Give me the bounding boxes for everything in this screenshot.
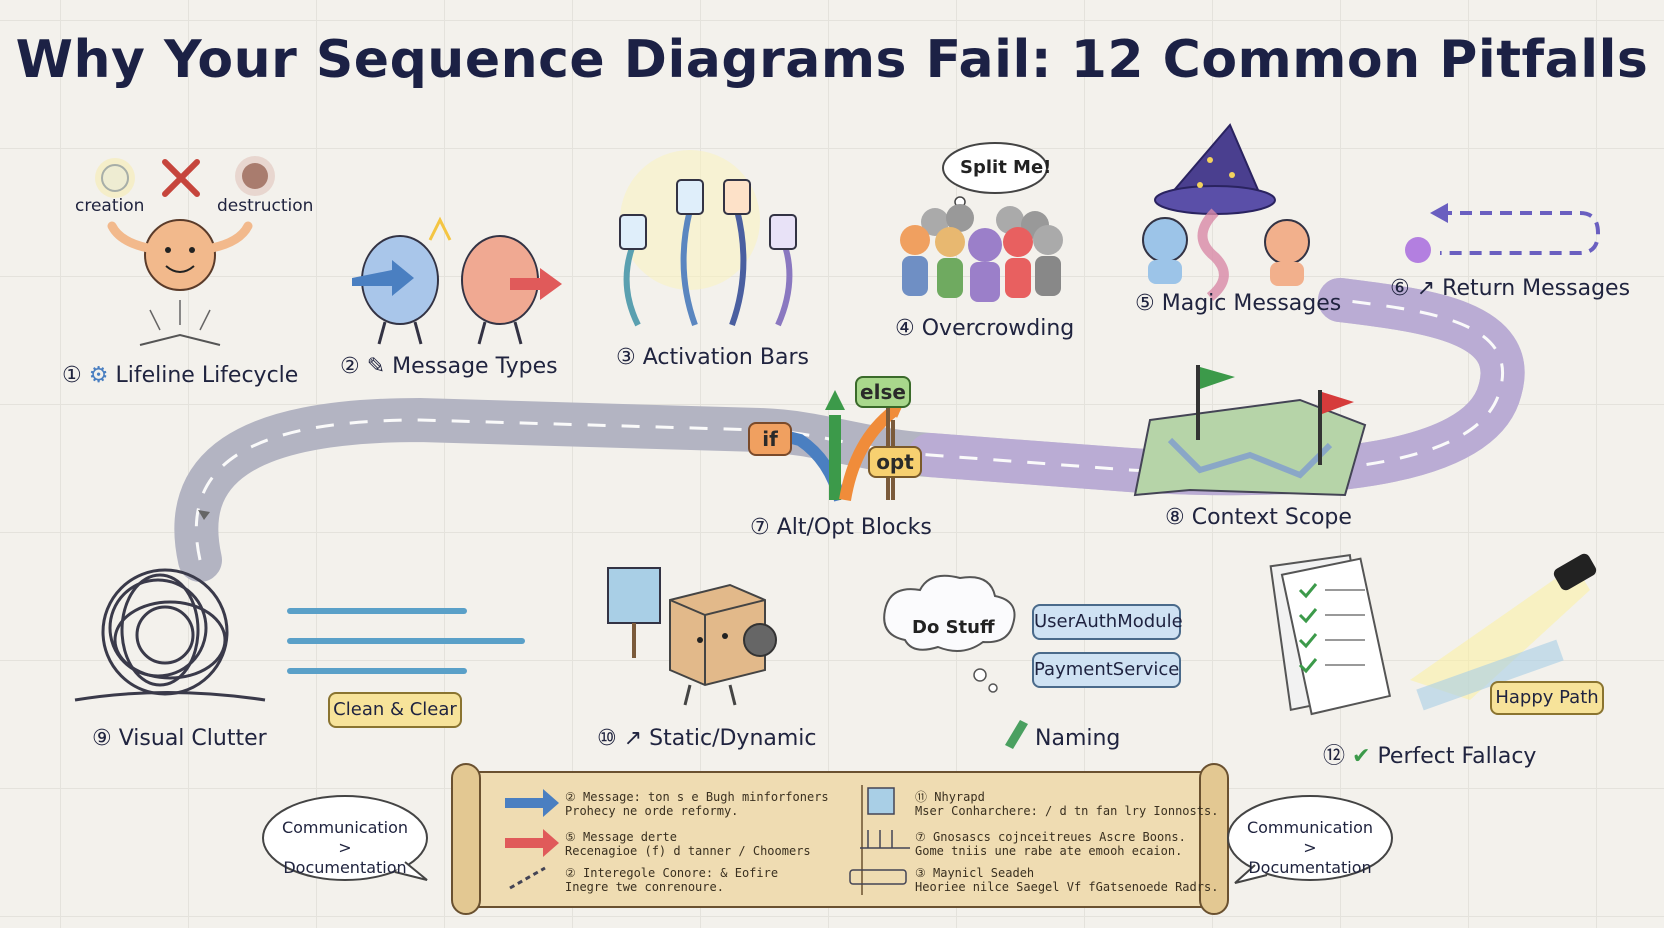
visual-clutter-illustration <box>74 568 525 702</box>
scroll-entry-line1: Gnosascs cojnceitreues Ascre Boons. <box>933 830 1186 844</box>
pitfall-9-label: ⑨ Visual Clutter <box>92 726 267 751</box>
if-sign: if <box>748 422 792 456</box>
scroll-entry: ② Message: ton s e Bugh minforfoners Pro… <box>565 790 829 818</box>
pitfall-number: ① <box>62 363 82 388</box>
message-types-illustration <box>352 216 562 345</box>
pitfall-title: Context Scope <box>1191 505 1352 530</box>
creation-label: creation <box>75 196 145 216</box>
scroll-entry-line2: Mser Conharchere: / d tn fan lry Ionnost… <box>915 804 1219 818</box>
arrow-icon: ↗ <box>623 726 643 751</box>
split-me-bubble: Split Me! <box>960 157 1052 178</box>
scroll-entry-number: ② <box>565 790 576 804</box>
scroll-entry-line2: Prohecy ne orde reformy. <box>565 804 739 818</box>
arrow-icon: ↗ <box>1416 276 1436 301</box>
pitfall-number: ④ <box>895 316 915 341</box>
pen-icon: ✎ <box>366 354 386 379</box>
page-title: Why Your Sequence Diagrams Fail: 12 Comm… <box>15 30 1649 90</box>
happy-path-tag: Happy Path <box>1490 681 1604 715</box>
pitfall-title: Message Types <box>392 354 558 379</box>
payment-service-tag: PaymentService <box>1032 652 1181 688</box>
pitfall-7-label: ⑦ Alt/Opt Blocks <box>750 515 932 540</box>
static-dynamic-illustration <box>607 567 777 706</box>
scroll-entry-line2: Gome tniis une rabe ate emooh ecaion. <box>915 844 1183 858</box>
scroll-entry-line1: Nhyrapd <box>934 790 985 804</box>
legend-scroll <box>451 763 1229 915</box>
scroll-entry: ⑪ Nhyrapd Mser Conharchere: / d tn fan l… <box>915 790 1218 818</box>
scroll-entry-line1: Maynicl Seadeh <box>933 866 1035 880</box>
scroll-entry-number: ⑪ <box>915 790 928 804</box>
pitfall-title: Visual Clutter <box>118 726 267 751</box>
pitfall-title: Activation Bars <box>642 345 809 370</box>
pitfall-title: Lifeline Lifecycle <box>115 363 299 388</box>
scroll-entry-line1: Message: ton s e Bugh minforfoners <box>583 790 829 804</box>
scroll-entry: ③ Maynicl Seadeh Heoriee nilce Saegel Vf… <box>915 866 1218 894</box>
scroll-entry-number: ⑤ <box>565 830 576 844</box>
pitfall-title: Overcrowding <box>921 316 1075 341</box>
scroll-entry: ② Interegole Conore: & Eofire Inegre twe… <box>565 866 778 894</box>
scroll-entry-line2: Recenagioe (f) d tanner / Choomers <box>565 844 811 858</box>
context-scope-illustration <box>1133 365 1367 497</box>
destruction-label: destruction <box>217 196 314 216</box>
pitfall-number: ⑤ <box>1135 291 1155 316</box>
gear-icon: ⚙ <box>88 363 109 388</box>
else-sign: else <box>855 376 911 408</box>
pitfall-title: Static/Dynamic <box>649 726 817 751</box>
pitfall-number: ⑫ <box>1323 744 1346 769</box>
clean-clear-tag: Clean & Clear <box>328 692 462 728</box>
pitfall-number: ⑥ <box>1390 276 1410 301</box>
lifeline-lifecycle-illustration <box>95 156 275 346</box>
pitfall-title: Naming <box>1035 726 1121 751</box>
activation-bars-illustration <box>619 150 797 327</box>
scroll-entry-number: ② <box>565 866 576 880</box>
magic-messages-illustration <box>1142 123 1310 301</box>
pitfall-4-label: ④ Overcrowding <box>895 316 1074 341</box>
scroll-entry-line2: Inegre twe conrenoure. <box>565 880 724 894</box>
pitfall-number: ③ <box>616 345 636 370</box>
scroll-entry-number: ③ <box>915 866 926 880</box>
pitfall-title: Alt/Opt Blocks <box>776 515 932 540</box>
perfect-fallacy-illustration <box>1269 553 1597 716</box>
naming-illustration <box>883 574 1028 749</box>
return-messages-illustration <box>1405 203 1601 263</box>
pitfall-title: Magic Messages <box>1161 291 1342 316</box>
scroll-entry-line2: Heoriee nilce Saegel Vf fGatsenoede Radr… <box>915 880 1219 894</box>
pitfall-10-label: ⑩ ↗ Static/Dynamic <box>597 726 817 751</box>
overcrowding-illustration <box>900 142 1063 302</box>
scroll-entry-number: ⑦ <box>915 830 926 844</box>
pitfall-number: ⑦ <box>750 515 770 540</box>
communication-bubble-right: Communication > Documentation <box>1246 818 1374 877</box>
check-icon: ✔ <box>1352 744 1371 769</box>
pitfall-number: ② <box>340 354 360 379</box>
scroll-entry-line1: Interegole Conore: & Eofire <box>583 866 779 880</box>
pitfall-6-label: ⑥ ↗ Return Messages <box>1390 276 1630 301</box>
pitfall-11-label: Naming <box>1035 726 1120 751</box>
pitfall-number: ⑧ <box>1165 505 1185 530</box>
pitfall-2-label: ② ✎ Message Types <box>340 354 558 379</box>
communication-bubble-left: Communication > Documentation <box>281 818 409 877</box>
do-stuff-label: Do Stuff <box>912 617 995 638</box>
scroll-entry-line1: Message derte <box>583 830 677 844</box>
pitfall-12-label: ⑫ ✔ Perfect Fallacy <box>1323 738 1536 770</box>
communication-clouds <box>262 795 1393 884</box>
user-auth-module-tag: UserAuthModule <box>1032 604 1183 640</box>
pitfall-1-label: ① ⚙ Lifeline Lifecycle <box>62 363 298 388</box>
pitfall-number: ⑨ <box>92 726 112 751</box>
pitfall-title: Return Messages <box>1442 276 1631 301</box>
scroll-entry: ⑦ Gnosascs cojnceitreues Ascre Boons. Go… <box>915 830 1186 858</box>
opt-sign: opt <box>868 446 922 478</box>
pitfall-title: Perfect Fallacy <box>1377 744 1537 769</box>
pitfall-5-label: ⑤ Magic Messages <box>1135 291 1341 316</box>
pitfall-8-label: ⑧ Context Scope <box>1165 505 1352 530</box>
pitfall-number: ⑩ <box>597 726 617 751</box>
scroll-entry: ⑤ Message derte Recenagioe (f) d tanner … <box>565 830 811 858</box>
pitfall-3-label: ③ Activation Bars <box>616 345 809 370</box>
